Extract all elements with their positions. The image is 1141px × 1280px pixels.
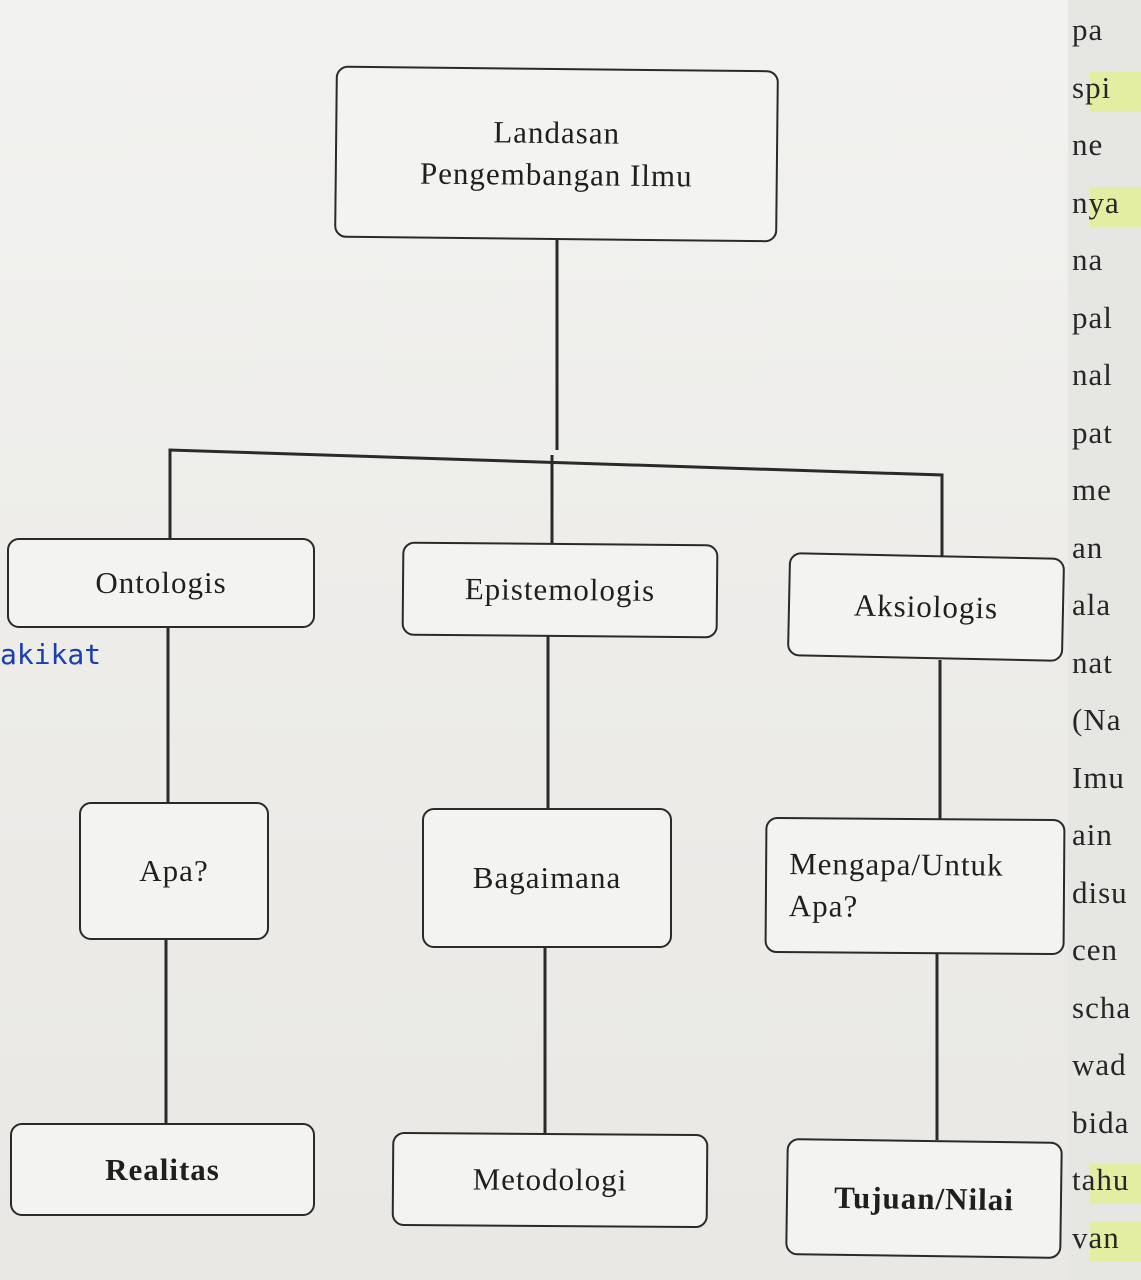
question-box-aksiologis: Mengapa/Untuk Apa?: [764, 816, 1066, 956]
edge-text-fragment: scha: [1072, 989, 1132, 1025]
question-aksiologis-line-2: Apa?: [788, 888, 859, 924]
question-aksiologis-line-1: Mengapa/Untuk: [789, 846, 1004, 883]
result-box-realitas: Realitas: [10, 1123, 315, 1216]
question-box-epistemologis: Bagaimana: [422, 808, 672, 948]
edge-text-fragment: ne: [1072, 127, 1104, 162]
highlighter-mark: [1090, 186, 1141, 227]
edge-text-fragment: me: [1072, 472, 1112, 507]
edge-text-fragment: spi: [1072, 69, 1112, 105]
edge-text-fragment: nat: [1072, 644, 1113, 680]
edge-text-fragment: na: [1072, 242, 1104, 277]
edge-text-fragment: nya: [1072, 184, 1120, 220]
edge-text-fragment: pal: [1072, 299, 1113, 335]
root-line-2: Pengembangan Ilmu: [419, 155, 693, 194]
branch-label-epistemologis: Epistemologis: [464, 571, 656, 608]
edge-text-fragment: bida: [1072, 1104, 1130, 1140]
branch-label-ontologis: Ontologis: [95, 565, 227, 601]
branch-box-ontologis: Ontologis: [7, 538, 315, 628]
question-epistemologis: Bagaimana: [472, 860, 622, 896]
edge-text-fragment: wad: [1072, 1047, 1127, 1082]
edge-text-fragment: cen: [1072, 932, 1119, 967]
root-line-1: Landasan: [493, 114, 621, 151]
result-box-tujuan-nilai: Tujuan/Nilai: [785, 1138, 1063, 1259]
question-box-ontologis: Apa?: [79, 802, 269, 940]
edge-text-fragment: ain: [1072, 817, 1113, 852]
result-realitas: Realitas: [105, 1151, 220, 1187]
branch-box-aksiologis: Aksiologis: [786, 552, 1066, 662]
question-ontologis: Apa?: [139, 853, 209, 889]
highlighter-mark: [1090, 1164, 1141, 1204]
edge-text-fragment: nal: [1072, 357, 1113, 392]
edge-text-fragment: ala: [1072, 587, 1112, 622]
root-box: Landasan Pengembangan Ilmu: [334, 65, 779, 243]
edge-text-fragment: (Na: [1072, 702, 1122, 737]
highlighter-mark: [1090, 71, 1141, 112]
branch-box-epistemologis: Epistemologis: [401, 541, 719, 639]
edge-text-fragment: an: [1072, 529, 1104, 565]
edge-text-fragment: pa: [1072, 12, 1104, 47]
highlighter-mark: [1090, 1221, 1141, 1262]
edge-text-fragment: van: [1072, 1219, 1120, 1255]
handwritten-note: akikat: [0, 638, 102, 671]
edge-text-fragment: pat: [1072, 414, 1113, 450]
edge-text-fragment: Imu: [1072, 759, 1125, 795]
edge-text-fragment: disu: [1072, 874, 1128, 910]
branch-label-aksiologis: Aksiologis: [853, 587, 999, 626]
result-metodologi: Metodologi: [472, 1161, 628, 1198]
result-box-metodologi: Metodologi: [391, 1131, 709, 1229]
result-tujuan-nilai: Tujuan/Nilai: [833, 1179, 1015, 1217]
edge-text-fragment: tahu: [1072, 1162, 1130, 1197]
